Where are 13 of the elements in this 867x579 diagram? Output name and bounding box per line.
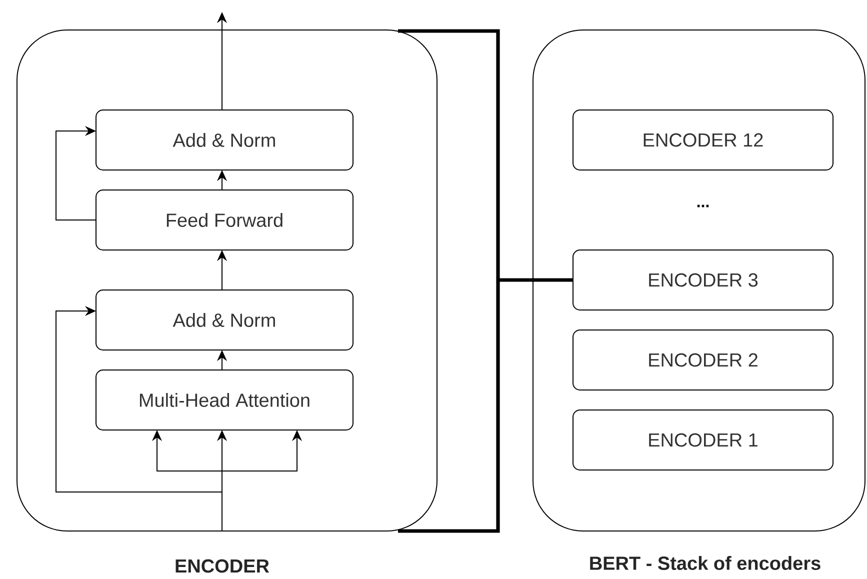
process-box: ENCODER 1 xyxy=(572,410,834,470)
process-box: Add & Norm xyxy=(96,290,354,350)
process-box: Multi-Head Attention xyxy=(96,370,354,430)
arrow xyxy=(396,29,574,533)
ellipsis-text: ... xyxy=(697,204,709,208)
container-caption: BERT - Stack of encoders xyxy=(590,556,820,570)
process-box: Feed Forward xyxy=(96,190,354,250)
container-caption: ENCODER xyxy=(176,559,270,573)
process-box: ENCODER 12 xyxy=(572,110,834,170)
process-box: ENCODER 2 xyxy=(572,330,834,390)
process-box: ENCODER 3 xyxy=(572,250,834,310)
arrow xyxy=(56,126,96,220)
process-box: Add & Norm xyxy=(96,110,354,170)
